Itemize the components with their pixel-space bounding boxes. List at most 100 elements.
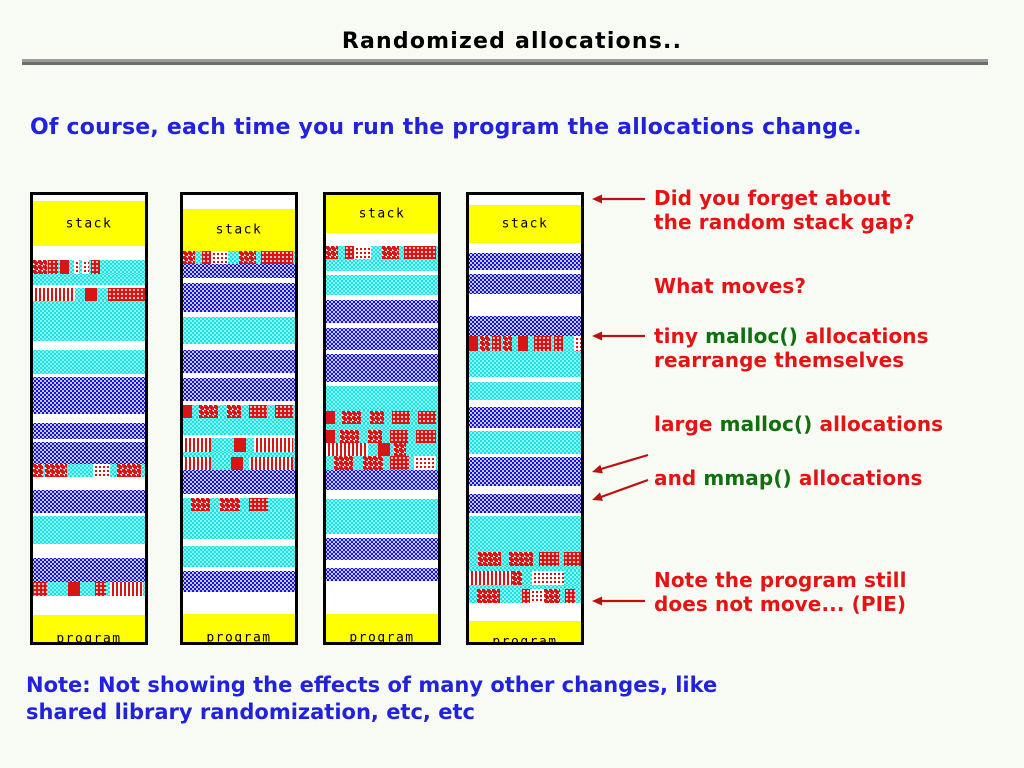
- alloc-row: [469, 585, 581, 589]
- region-white: [183, 344, 295, 350]
- intro-text: Of course, each time you run the program…: [30, 115, 862, 140]
- annotation-text: Did you forget about: [654, 186, 891, 210]
- alloc-chunk: [554, 336, 563, 351]
- alloc-chunk: [534, 336, 551, 351]
- alloc-chunk: [234, 438, 246, 452]
- region-white: [183, 494, 295, 498]
- region-blue: [33, 423, 145, 439]
- region-blue: [469, 407, 581, 428]
- region-blue: [326, 568, 438, 581]
- annotation-line: rearrange themselves: [654, 348, 1014, 372]
- alloc-chunk: [326, 411, 335, 424]
- region-cyan: [33, 516, 145, 544]
- alloc-row: [183, 457, 295, 470]
- region-blue: [326, 328, 438, 350]
- region-cyan: [33, 301, 145, 341]
- alloc-row: [183, 251, 295, 264]
- alloc-chunk: [33, 288, 75, 301]
- annotation-line: Note the program still: [654, 568, 1014, 592]
- region-white: [469, 454, 581, 457]
- annotation-text: large: [654, 412, 720, 436]
- region-white: [326, 490, 438, 499]
- alloc-row: [469, 566, 581, 571]
- region-yellow: program: [326, 614, 438, 642]
- region-blue: [326, 470, 438, 490]
- footer-note: Note: Not showing the effects of many ot…: [26, 672, 926, 726]
- region-cyan: [326, 499, 438, 534]
- region-white: [326, 581, 438, 614]
- region-white: [33, 195, 145, 201]
- alloc-row: [469, 552, 581, 566]
- alloc-chunk: [183, 457, 211, 470]
- region-white: [33, 414, 145, 423]
- alloc-row: [326, 456, 438, 470]
- alloc-chunk: [110, 582, 143, 596]
- alloc-chunk: [370, 411, 384, 424]
- region-blue: [183, 378, 295, 401]
- region-white: [326, 271, 438, 275]
- alloc-chunk: [85, 288, 97, 301]
- function-name: mmap(): [703, 466, 792, 490]
- page-title: Randomized allocations..: [341, 29, 683, 54]
- alloc-row: [33, 582, 145, 596]
- region-white: [33, 285, 145, 288]
- arrow-head: [592, 492, 603, 501]
- title-divider: [22, 59, 988, 65]
- arrow-tiny-malloc: [592, 331, 645, 341]
- alloc-chunk: [477, 589, 500, 603]
- region-yellow: stack: [326, 195, 438, 233]
- region-white: [469, 486, 581, 494]
- arrow-pie: [592, 596, 645, 606]
- region-cyan: [33, 350, 145, 374]
- region-white: [469, 195, 581, 205]
- region-blue: [469, 274, 581, 294]
- alloc-row: [469, 336, 581, 351]
- region-blue: [183, 283, 295, 312]
- region-blue: [183, 470, 295, 494]
- region-cyan: [469, 431, 581, 454]
- alloc-chunk: [183, 251, 195, 264]
- region-white: [469, 270, 581, 274]
- region-white: [33, 341, 145, 350]
- region-cyan: [326, 259, 438, 271]
- annotation-large-malloc: large malloc() allocations: [654, 412, 1024, 436]
- region-blue: [183, 264, 295, 278]
- region-cyan: [33, 274, 145, 285]
- region-cyan: [326, 386, 438, 411]
- annotation-text: does not move... (PIE): [654, 592, 907, 617]
- annotation-line: Did you forget about: [654, 186, 1004, 210]
- annotation-text: allocations: [797, 324, 929, 348]
- region-white: [326, 323, 438, 328]
- alloc-chunk: [191, 498, 210, 511]
- alloc-chunk: [326, 430, 335, 443]
- alloc-chunk: [33, 464, 43, 477]
- region-yellow: stack: [469, 205, 581, 243]
- alloc-chunk: [512, 571, 522, 585]
- region-white: [326, 534, 438, 538]
- footer-line-2: shared library randomization, etc, etc: [26, 699, 475, 724]
- alloc-row: [183, 438, 295, 452]
- annotation-what-moves: What moves?: [654, 274, 1004, 298]
- arrow-mmap: [592, 478, 649, 501]
- alloc-chunk: [478, 552, 501, 566]
- region-white: [33, 246, 145, 260]
- alloc-chunk: [231, 457, 243, 470]
- region-blue: [326, 300, 438, 323]
- alloc-chunk: [117, 464, 141, 477]
- alloc-chunk: [211, 251, 228, 264]
- region-white: [33, 439, 145, 442]
- alloc-chunk: [565, 589, 575, 603]
- alloc-chunk: [469, 336, 478, 351]
- alloc-row: [183, 405, 295, 418]
- alloc-chunk: [202, 251, 212, 264]
- region-label-stack: stack: [215, 222, 263, 238]
- region-cyan: [183, 546, 295, 567]
- region-label-program: program: [206, 630, 272, 645]
- region-white: [183, 567, 295, 571]
- region-white: [183, 278, 295, 283]
- alloc-row: [326, 430, 438, 443]
- region-white: [469, 603, 581, 621]
- annotation-line: tiny malloc() allocations: [654, 324, 1014, 348]
